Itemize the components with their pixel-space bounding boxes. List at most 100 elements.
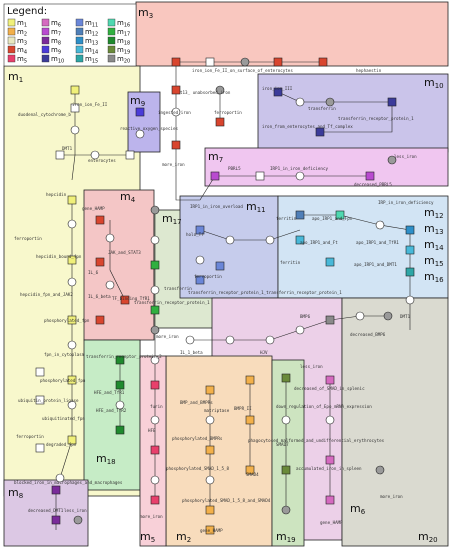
node-label-decreased-smad: decreased_of_SMAD_in_splenic <box>294 386 365 391</box>
module-species-node <box>215 117 225 127</box>
legend-label: m4 <box>17 46 27 56</box>
legend-swatch <box>41 54 50 63</box>
node-label-ferritin-m14: ferritin <box>280 260 301 265</box>
node-label-BMPR-II: BMPR_II <box>234 406 252 411</box>
module-species-node <box>95 315 105 325</box>
module-m8-region <box>3 479 89 547</box>
reaction-node <box>67 340 77 350</box>
legend-title: Legend: <box>7 6 47 17</box>
reaction-node <box>195 255 205 265</box>
legend-label: m9 <box>51 46 61 56</box>
node-label-gene-HAMP-low: gene_HAMP <box>200 528 223 533</box>
legend-swatch <box>107 36 116 45</box>
module-species-node <box>325 315 335 325</box>
node-label-transferrin-top: transferrin <box>308 106 336 111</box>
sink-node <box>375 465 385 475</box>
module-species-node <box>325 455 335 465</box>
module-m3-region <box>135 1 449 67</box>
reaction-node <box>225 235 235 245</box>
module-species-node <box>51 485 61 495</box>
module-species-node <box>67 375 77 385</box>
node-label-phosphorylated-fpn2: phosphorylated_fpn <box>40 378 86 383</box>
node-label-ubiquitinated-fpn: ubiquitinated_fpn <box>42 416 85 421</box>
node-label-fpn-in-cytoplasm: fpn_in_cytoplasm <box>44 352 85 357</box>
reaction-node <box>265 235 275 245</box>
reaction-node <box>295 97 305 107</box>
legend-swatch <box>107 54 116 63</box>
reaction-node <box>105 233 115 243</box>
legend-swatch <box>7 18 16 27</box>
module-species-node <box>205 385 215 395</box>
module-species-node <box>205 525 215 535</box>
legend-swatch <box>75 54 84 63</box>
module-species-node <box>245 375 255 385</box>
node-label-iron-ion-Fe-II: iron_ion_Fe_II <box>72 102 108 107</box>
reaction-node <box>90 150 100 160</box>
reaction-node <box>205 415 215 425</box>
node-label-duodenal-cytochrome: duodenal_cytochrome_b <box>18 112 71 117</box>
module-m20-region <box>341 297 449 547</box>
sink-node <box>387 155 397 165</box>
legend-label: m2 <box>17 28 27 38</box>
legend-swatch <box>107 18 116 27</box>
module-m20-label: m20 <box>418 530 438 544</box>
species-node <box>35 367 45 377</box>
legend-label: m1 <box>17 19 27 29</box>
species-node <box>35 395 45 405</box>
node-label-iron-on-surface: iron_ion_Fe_II_on_surface_of_enterocytes <box>192 68 293 73</box>
module-species-node <box>120 295 130 305</box>
module-species-node <box>245 415 255 425</box>
reaction-node <box>67 400 77 410</box>
module-species-node <box>318 57 328 67</box>
module-m2-label: m2 <box>176 530 191 544</box>
reaction-node <box>150 475 160 485</box>
module-m5-label: m5 <box>140 530 155 544</box>
legend-label: m15 <box>85 55 98 65</box>
module-species-node <box>335 210 345 220</box>
species-node <box>125 150 135 160</box>
module-species-node <box>150 495 160 505</box>
module-species-node <box>67 195 77 205</box>
module-m18-label: m18 <box>96 452 116 466</box>
module-m2-region <box>165 355 273 547</box>
legend-swatch <box>7 27 16 36</box>
module-m9-label: m9 <box>130 94 145 108</box>
reaction-node <box>135 129 145 139</box>
module-m6-label: m6 <box>350 502 366 516</box>
node-label-enterocytes: enterocytes <box>88 158 116 163</box>
legend-swatch <box>75 45 84 54</box>
species-node <box>205 57 215 67</box>
module-m3-label: m3 <box>138 6 153 20</box>
sink-node <box>325 97 335 107</box>
module-species-node <box>70 85 80 95</box>
node-label-apo-IRP1-DMT1: apo_IRP1_and_DMT1 <box>354 262 397 267</box>
module-m18-region <box>83 339 141 491</box>
reaction-node <box>150 355 160 365</box>
module-species-node <box>315 127 325 137</box>
edge <box>199 229 301 241</box>
node-label-decreased-BMP6: decreased_BMP6 <box>350 332 386 337</box>
node-label-phosphorylated-fpn: phosphorylated_fpn <box>44 318 90 323</box>
node-label-TF-binding-TFR1: TF_binding_TfR1 <box>112 296 150 301</box>
legend-swatch <box>7 36 16 45</box>
node-label-transferrin-mid: transferrin <box>164 286 192 291</box>
reaction-node <box>205 475 215 485</box>
reaction-node <box>185 335 195 345</box>
node-label-IL1-beta: IL_1_beta <box>180 350 203 355</box>
legend-label: m5 <box>17 55 27 65</box>
legend-swatch <box>41 27 50 36</box>
module-m14-label: m14 <box>424 238 444 252</box>
module-species-node <box>325 257 335 267</box>
reaction-node <box>150 415 160 425</box>
module-species-node <box>273 87 283 97</box>
node-label-IL6: IL_6 <box>88 270 99 275</box>
reaction-node <box>355 311 365 321</box>
node-label-HFE: HFE <box>148 428 156 433</box>
module-species-node <box>205 505 215 515</box>
node-label-phagocytosed: phagocytosed_malformed_and_undifferentia… <box>248 438 385 443</box>
node-label-reactive-oxygen: reactive_oxygen_species <box>120 126 178 131</box>
reaction-node <box>281 415 291 425</box>
module-species-node <box>195 275 205 285</box>
module-species-node <box>171 140 181 150</box>
legend-label: m7 <box>51 28 61 38</box>
